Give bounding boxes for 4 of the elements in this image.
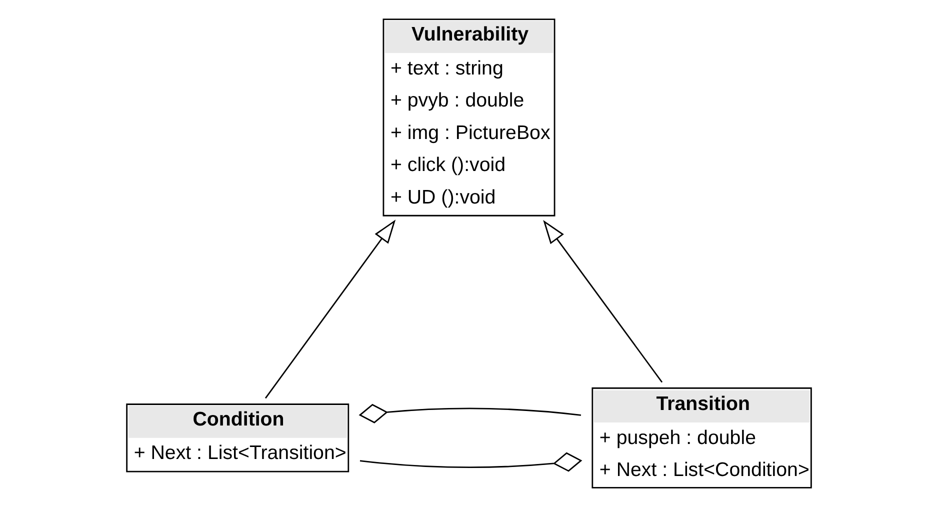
- connector: [359, 452, 582, 472]
- arrow: [264, 220, 396, 399]
- arrow: [542, 220, 662, 383]
- connector: [358, 404, 581, 424]
